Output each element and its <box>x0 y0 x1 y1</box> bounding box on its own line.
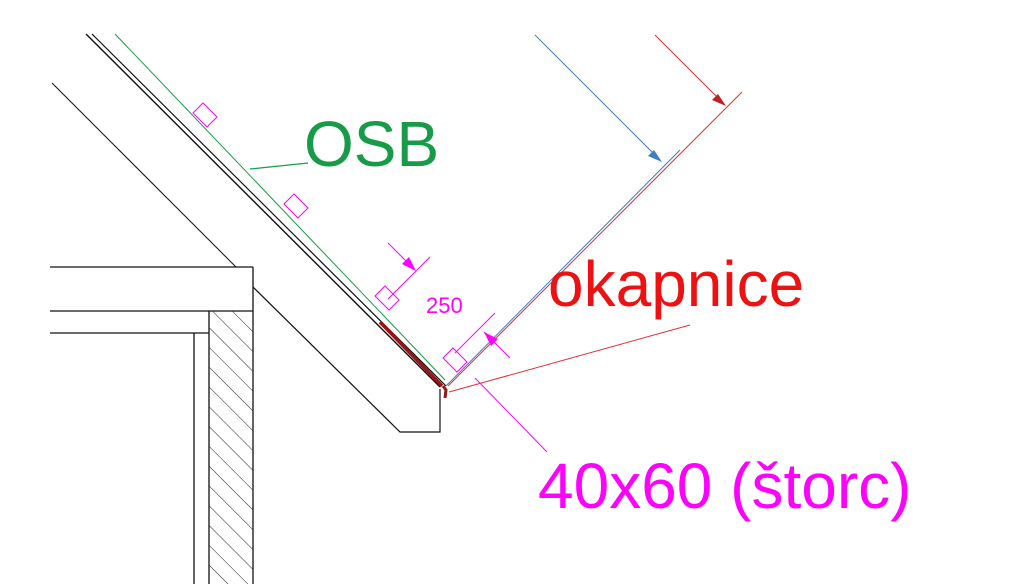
batten-markers <box>192 102 468 373</box>
okapnice-label: okapnice <box>548 248 804 320</box>
dimension-250 <box>387 242 548 453</box>
dimension-arrowhead-icon <box>402 257 416 271</box>
roof-slope-right-red <box>447 91 743 387</box>
red-arrowhead-icon <box>712 94 726 106</box>
wall-hatch <box>209 311 253 584</box>
roof-slope-right-blue <box>445 149 681 387</box>
okapnice-leader <box>448 324 691 393</box>
dimension-arrowhead-icon <box>484 332 498 346</box>
osb-label: OSB <box>304 108 439 180</box>
okapnice-flashing <box>378 320 444 388</box>
batten-label: 40x60 (štorc) <box>538 450 911 522</box>
dimension-label: 250 <box>426 293 463 318</box>
okapnice-drip <box>441 385 448 399</box>
osb-line <box>114 33 446 381</box>
blue-arrowhead-icon <box>648 150 662 162</box>
blue-arrow <box>534 34 661 161</box>
red-arrow <box>654 34 725 105</box>
osb-leader <box>249 162 309 170</box>
